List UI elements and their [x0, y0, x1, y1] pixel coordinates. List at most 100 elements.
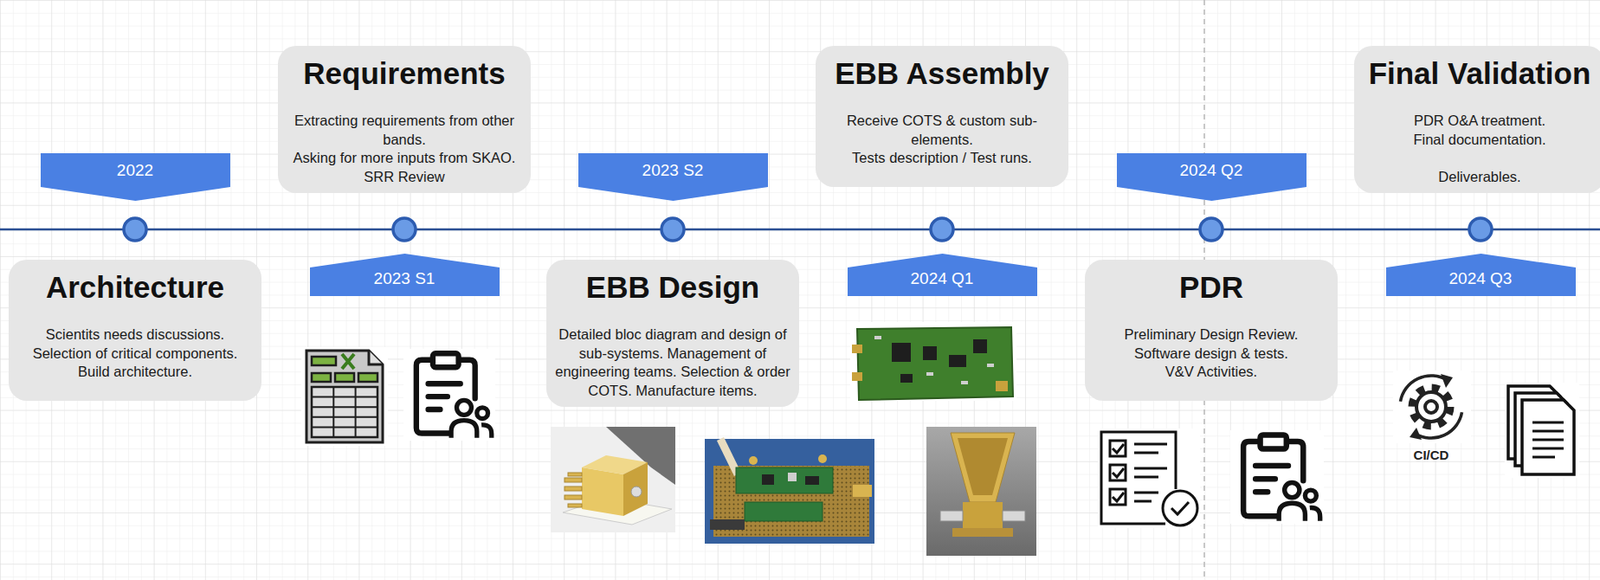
- tag-shape: [1386, 253, 1576, 297]
- gold-block-render: [564, 486, 582, 491]
- milestone-box: ArchitectureScientits needs discussions.…: [8, 259, 262, 401]
- date-tag: 2023 S2: [578, 153, 768, 201]
- horn-antenna-photo: [926, 426, 1037, 556]
- clipboard-team-icon: [1230, 430, 1324, 524]
- spreadsheet-icon: [306, 350, 383, 443]
- documents-icon: [1532, 422, 1564, 458]
- green-pcb-board: [874, 335, 994, 385]
- spreadsheet-icon: [341, 354, 355, 369]
- horn-antenna-photo: [926, 426, 1037, 556]
- box-heading: Requirements: [284, 57, 524, 91]
- horn-antenna-photo: [952, 528, 1013, 537]
- clipboard-team-icon: [403, 348, 496, 441]
- box-text: V&V Activities.: [1091, 362, 1331, 382]
- gold-block-render: [631, 486, 642, 497]
- green-pcb-board: [948, 354, 967, 368]
- date-tag: 2024 Q3: [1386, 253, 1576, 297]
- gold-block-render: [581, 467, 624, 517]
- horn-antenna-photo: [950, 432, 1015, 503]
- box-text: Tests description / Test runs.: [822, 148, 1062, 168]
- green-pcb-board: [850, 322, 1017, 401]
- gold-block-render: [623, 462, 648, 517]
- green-pcb-board: [973, 339, 988, 354]
- documents-icon: [1522, 400, 1575, 475]
- date-tag: 2024 Q2: [1116, 153, 1307, 201]
- tag-shape: [40, 153, 231, 201]
- timeline-dot: [661, 218, 684, 241]
- milestone-box: Final ValidationPDR O&A treatment.Final …: [1354, 45, 1600, 194]
- date-tag: 2024 Q1: [847, 253, 1038, 297]
- documents-icon: [1504, 382, 1580, 478]
- box-text: Deliverables.: [1361, 167, 1599, 188]
- checklist-icon: [1112, 444, 1124, 502]
- pcb-photo: [852, 484, 872, 497]
- box-heading: Architecture: [15, 270, 255, 304]
- tag-shape: [1116, 153, 1307, 201]
- timeline-dot: [930, 218, 954, 241]
- checklist-icon: [1109, 489, 1126, 505]
- tag-text: 2024 Q2: [1116, 153, 1307, 188]
- green-pcb-board: [851, 344, 863, 354]
- gold-block-render: [564, 477, 582, 483]
- spreadsheet-icon: [311, 373, 331, 382]
- spreadsheet-icon: [368, 350, 383, 365]
- pcb-photo: [787, 472, 797, 482]
- green-pcb-board: [987, 363, 994, 368]
- pcb-photo: [720, 438, 738, 475]
- green-pcb-board: [900, 374, 913, 383]
- cicd-gear-icon: [1440, 374, 1453, 388]
- spreadsheet-icon: [311, 356, 336, 366]
- tag-shape: [847, 253, 1038, 297]
- box-text: Extracting requirements from other bands…: [284, 111, 524, 149]
- spreadsheet-icon: [358, 373, 378, 382]
- cicd-gear-icon: [1393, 370, 1471, 444]
- box-text: PDR O&A treatment.: [1361, 111, 1599, 131]
- box-heading: EBB Assembly: [822, 57, 1062, 91]
- pcb-photo: [704, 438, 875, 544]
- timeline-dot: [123, 218, 1492, 241]
- pcb-photo: [744, 502, 823, 522]
- green-pcb-board: [851, 372, 863, 381]
- checklist-icon: [1109, 440, 1126, 457]
- spreadsheet-icon: [311, 387, 378, 438]
- gold-block-render: [567, 472, 582, 477]
- horn-antenna-photo: [957, 438, 1008, 496]
- tag-shape: [309, 253, 500, 297]
- cicd-gear-icon: [1415, 412, 1463, 439]
- cicd-gear-icon: [1409, 427, 1422, 440]
- pcb-photo: [735, 467, 833, 494]
- horn-antenna-photo: [962, 502, 1003, 529]
- pcb-photo: [761, 474, 775, 485]
- checklist-icon: [1171, 502, 1189, 515]
- documents-icon: [1508, 386, 1575, 475]
- box-heading: PDR: [1091, 270, 1331, 304]
- pcb-photo: [805, 476, 820, 485]
- green-pcb-board: [922, 346, 937, 361]
- gold-block-render: [564, 472, 582, 508]
- milestone-box: EBB DesignDetailed bloc diagram and desi…: [546, 259, 800, 407]
- green-pcb-board: [995, 380, 1008, 392]
- spreadsheet-icon: [335, 373, 355, 382]
- green-pcb-board: [891, 342, 911, 362]
- cicd-gear-icon: [1400, 375, 1448, 402]
- box-text: Selection of critical components.: [15, 344, 255, 364]
- pcb-photo: [709, 519, 745, 530]
- box-text: Asking for more inputs from SKAO.: [284, 148, 524, 168]
- green-pcb-board: [850, 322, 1017, 401]
- tag-text: 2024 Q1: [847, 264, 1038, 293]
- date-tag: 2023 S1: [309, 253, 500, 297]
- timeline-axis: [0, 228, 1600, 232]
- timeline-dot: [393, 218, 416, 241]
- box-text: Receive COTS & custom sub-elements.: [822, 111, 1062, 149]
- gold-block-render: [550, 426, 676, 533]
- tag-shape: [578, 153, 768, 201]
- box-text: Scientits needs discussions.: [15, 325, 255, 345]
- green-pcb-board: [961, 380, 968, 385]
- green-pcb-board: [857, 327, 1013, 400]
- spreadsheet-icon: [311, 387, 378, 438]
- pcb-photo: [704, 438, 875, 544]
- checklist-icon: [1109, 464, 1126, 481]
- documents-icon: [1504, 382, 1580, 478]
- cicd-gear-icon: [1393, 370, 1471, 444]
